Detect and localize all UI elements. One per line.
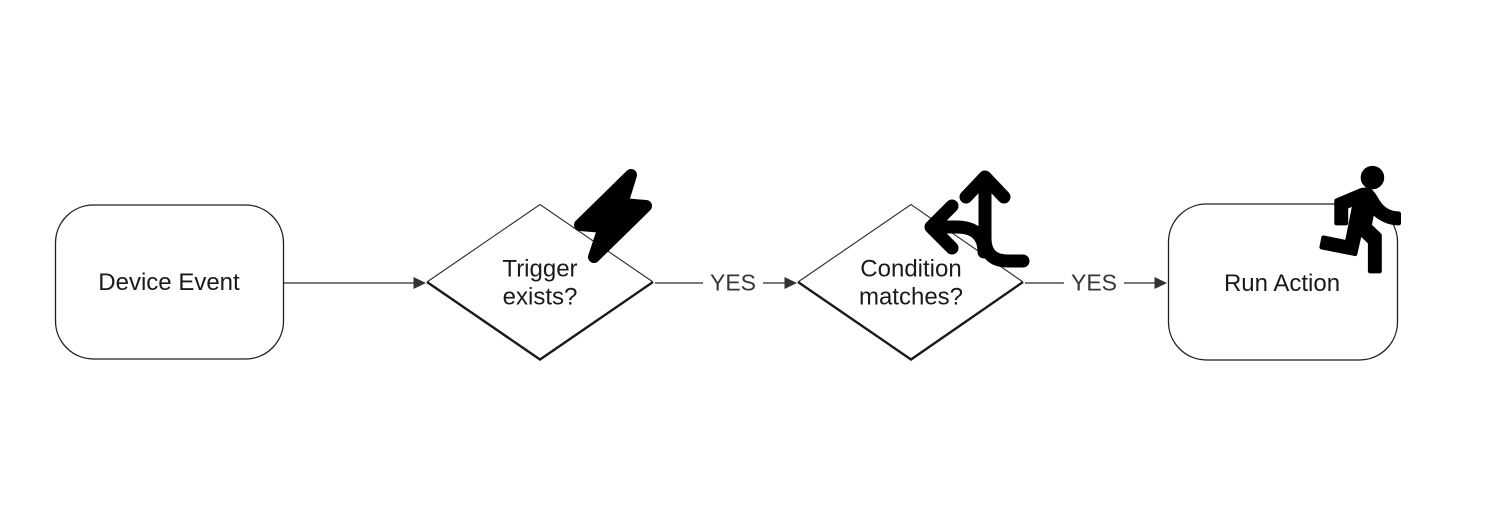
node-label-device-event: Device Event xyxy=(98,268,240,296)
edge-label-yes-1: YES xyxy=(702,269,764,297)
node-label-run-action: Run Action xyxy=(1223,269,1341,297)
arrowhead-icon xyxy=(1154,277,1167,289)
arrowhead-icon xyxy=(413,277,426,289)
node-label-trigger-exists: Trigger exists? xyxy=(502,255,578,311)
node-shape-device-event xyxy=(54,204,285,360)
node-label-condition-matches: Condition matches? xyxy=(858,255,964,311)
edge-device-event-to-trigger xyxy=(284,277,426,289)
split-directions-icon xyxy=(924,170,1030,268)
runner-icon xyxy=(1319,165,1402,274)
lightning-bolt-icon xyxy=(574,169,652,263)
arrowhead-icon xyxy=(784,277,797,289)
edge-label-yes-2: YES xyxy=(1063,269,1125,297)
